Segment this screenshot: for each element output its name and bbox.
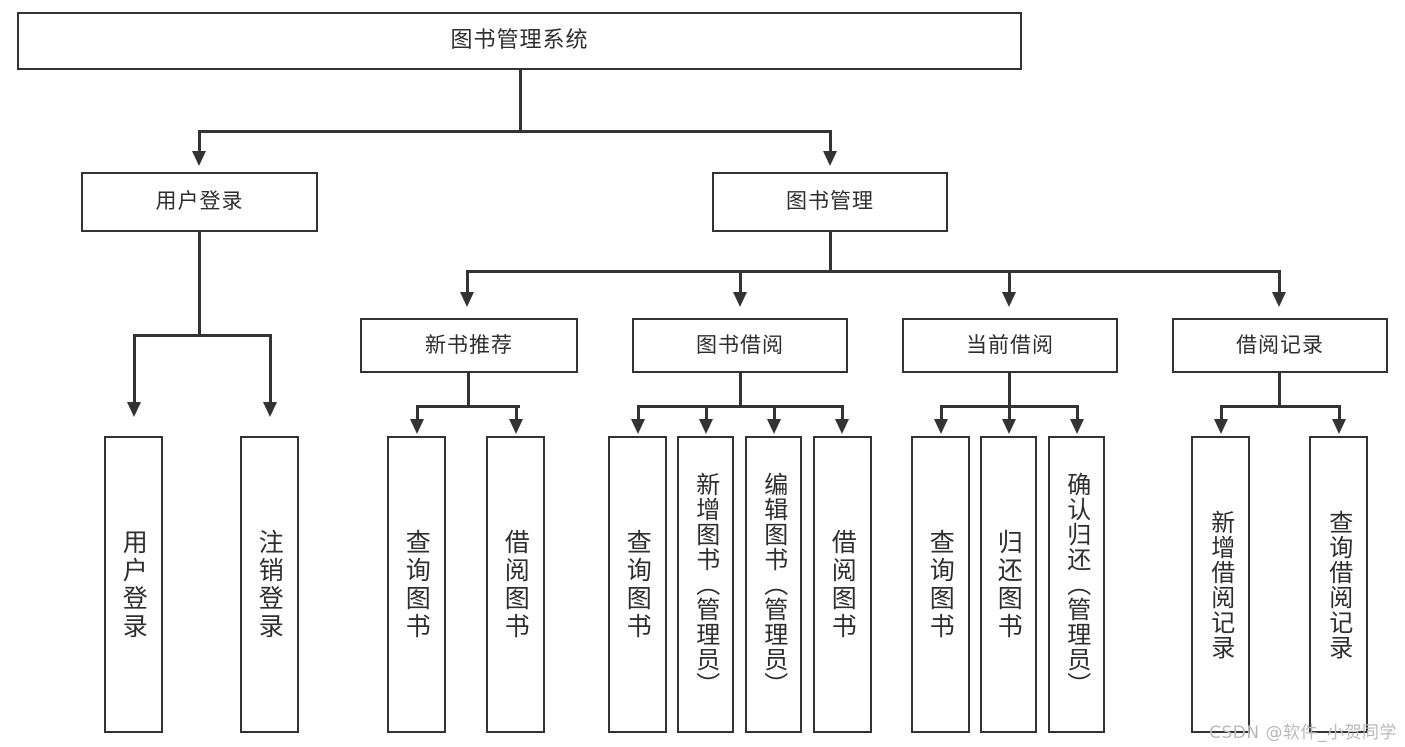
node-current-borrow[interactable]: 当前借阅 [902,318,1118,373]
leaf-borrow-record-add[interactable]: 新增借阅记录 [1191,436,1250,733]
leaf-book-borrow-query[interactable]: 查询图书 [608,436,667,733]
node-label: 借阅图书 [828,528,858,641]
node-label: 归还图书 [994,528,1024,641]
connector-to-new-book-recommend [466,270,469,294]
leaf-book-borrow-edit[interactable]: 编辑图书（管理员） [745,436,802,733]
arrowhead-user-login-child1 [127,402,141,417]
connector-user-login-child1 [133,334,136,404]
node-label: 注销登录 [255,528,285,641]
leaf-book-borrow-borrow[interactable]: 借阅图书 [813,436,872,733]
connector-to-borrow-record [1278,270,1281,294]
node-label: 图书管理系统 [450,27,589,53]
connector-root-to-user-login [198,130,201,153]
leaf-book-borrow-add[interactable]: 新增图书（管理员） [677,436,734,733]
connector-user-login-split-bar [133,334,270,337]
connector-book-borrow-child2 [705,405,708,421]
connector-new-book-stem [467,373,470,407]
arrowhead-current-borrow-child1 [934,419,948,434]
connector-borrow-record-child2 [1338,405,1341,421]
leaf-user-login-logout[interactable]: 注销登录 [240,436,299,733]
connector-root-to-book-management [829,130,832,153]
connector-current-borrow-child1 [940,405,943,421]
watermark-text: CSDN @软件_小贺同学 [1209,723,1397,743]
connector-borrow-record-child1 [1220,405,1223,421]
node-label: 新书推荐 [425,332,513,357]
connector-book-borrow-child4 [841,405,844,421]
arrowhead-current-borrow-child2 [1002,419,1016,434]
connector-borrow-record-stem [1278,373,1281,407]
node-new-book-recommend[interactable]: 新书推荐 [360,318,578,373]
arrowhead-book-borrow-child4 [835,419,849,434]
node-label: 编辑图书（管理员） [759,472,788,697]
connector-to-current-borrow [1008,270,1011,294]
connector-book-borrow-stem [739,373,742,407]
node-label: 确认归还（管理员） [1062,472,1091,697]
leaf-user-login-login[interactable]: 用户登录 [104,436,163,733]
connector-current-borrow-stem [1008,373,1011,407]
leaf-current-borrow-return[interactable]: 归还图书 [980,436,1037,733]
leaf-new-book-query[interactable]: 查询图书 [387,436,446,733]
arrowhead-book-borrow-child2 [699,419,713,434]
arrowhead-book-borrow-child3 [767,419,781,434]
leaf-current-borrow-query[interactable]: 查询图书 [911,436,970,733]
connector-new-book-child2 [515,405,518,421]
connector-root-stem [519,70,522,132]
node-label: 用户登录 [155,189,244,214]
connector-book-management-split-bar [466,270,1278,273]
node-label: 图书管理 [786,189,874,214]
connector-current-borrow-child3 [1076,405,1079,421]
arrowhead-borrow-record-child2 [1332,419,1346,434]
leaf-borrow-record-query[interactable]: 查询借阅记录 [1309,436,1368,733]
connector-user-login-child2 [269,334,272,404]
connector-borrow-record-split-bar [1220,405,1340,408]
arrowhead-to-user-login [192,151,206,166]
node-label: 当前借阅 [966,332,1054,357]
connector-user-login-stem [198,232,201,336]
node-book-management[interactable]: 图书管理 [712,172,948,232]
node-label: 图书借阅 [696,332,784,357]
node-label: 新增借阅记录 [1206,509,1235,660]
node-user-login[interactable]: 用户登录 [81,172,318,232]
connector-book-borrow-child3 [773,405,776,421]
node-label: 查询图书 [623,528,653,641]
connector-current-borrow-child2 [1008,405,1011,421]
connector-book-borrow-split-bar [637,405,843,408]
arrowhead-borrow-record-child1 [1214,419,1228,434]
connector-to-book-borrow [739,270,742,294]
arrowhead-book-borrow-child1 [631,419,645,434]
node-label: 用户登录 [119,528,149,641]
node-label: 借阅记录 [1236,332,1324,357]
arrowhead-to-book-borrow [733,292,747,307]
leaf-current-borrow-confirm-return[interactable]: 确认归还（管理员） [1048,436,1105,733]
arrowhead-to-borrow-record [1272,292,1286,307]
node-label: 借阅图书 [501,528,531,641]
arrowhead-to-new-book-recommend [460,292,474,307]
node-label: 查询借阅记录 [1324,509,1353,660]
arrowhead-user-login-child2 [263,402,277,417]
arrowhead-new-book-child2 [509,419,523,434]
connector-new-book-split-bar [416,405,520,408]
arrowhead-to-current-borrow [1002,292,1016,307]
connector-book-borrow-child1 [637,405,640,421]
connector-book-management-stem [829,232,832,272]
arrowhead-new-book-child1 [410,419,424,434]
node-borrow-record[interactable]: 借阅记录 [1172,318,1388,373]
node-book-borrow[interactable]: 图书借阅 [632,318,848,373]
node-label: 查询图书 [402,528,432,641]
node-root-book-management-system[interactable]: 图书管理系统 [17,12,1022,70]
arrowhead-current-borrow-child3 [1070,419,1084,434]
node-label: 查询图书 [926,528,956,641]
connector-new-book-child1 [416,405,419,421]
node-label: 新增图书（管理员） [691,472,720,697]
arrowhead-to-book-management [823,151,837,166]
leaf-new-book-borrow[interactable]: 借阅图书 [486,436,545,733]
connector-root-split-bar [198,130,831,133]
